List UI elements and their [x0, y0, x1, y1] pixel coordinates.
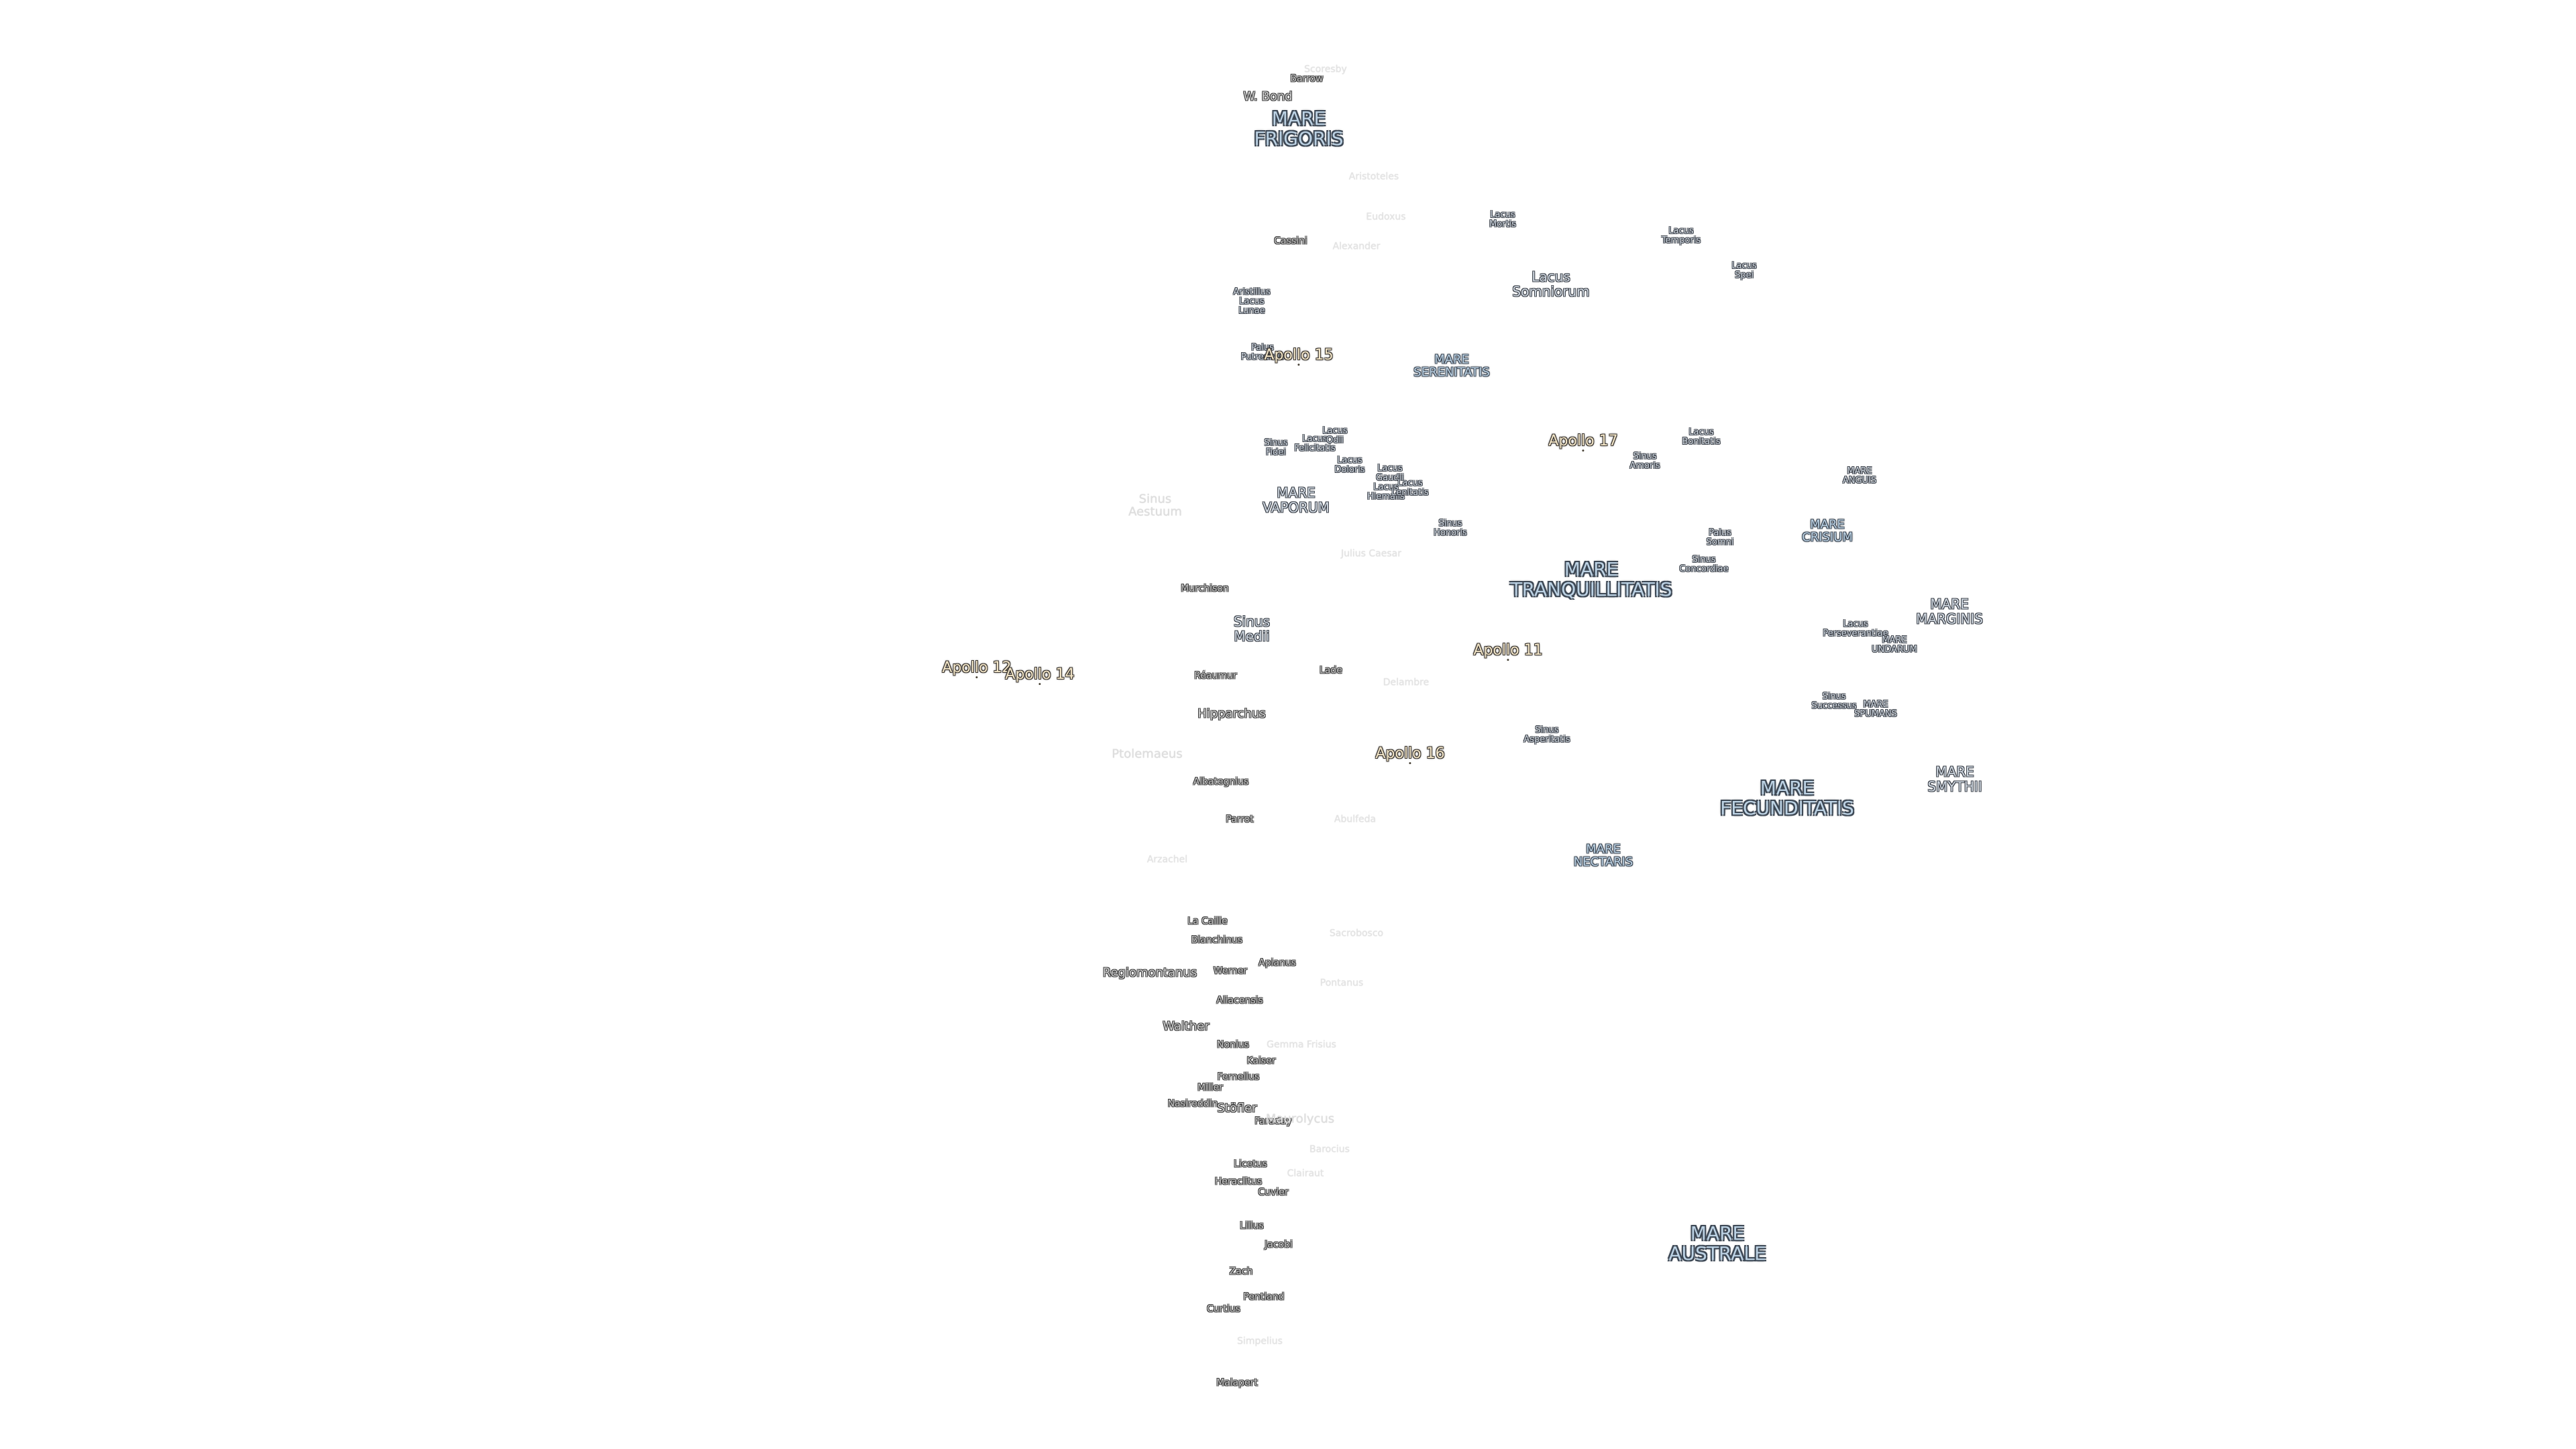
feature-label-reaumur: Réaumur [1194, 670, 1237, 682]
feature-label-scoresby: Scoresby [1304, 64, 1347, 75]
feature-label-lacus-temporis: Lacus Temporis [1661, 225, 1701, 246]
feature-label-mare-nectaris: MARE NECTARIS [1573, 842, 1633, 869]
feature-label-zach: Zach [1229, 1266, 1253, 1277]
feature-label-mare-spumans: MARE SPUMANS [1854, 699, 1897, 719]
feature-label-nasireddin: Nasireddin [1167, 1098, 1218, 1110]
feature-label-heraclitus: Heraclitus [1214, 1176, 1263, 1187]
feature-label-sinus-medii: Sinus Medii [1233, 613, 1271, 644]
feature-label-apianus: Apianus [1258, 957, 1296, 969]
feature-label-malapert: Malapert [1216, 1377, 1258, 1389]
feature-label-alexander: Alexander [1332, 241, 1381, 252]
feature-label-cuvier: Cuvier [1258, 1187, 1289, 1198]
feature-label-clairaut: Clairaut [1287, 1168, 1324, 1179]
feature-label-cassini: Cassini [1274, 235, 1307, 247]
feature-label-lacus-mortis: Lacus Mortis [1489, 209, 1516, 229]
feature-label-aristoteles: Aristoteles [1348, 171, 1399, 182]
feature-label-miller: Miller [1197, 1082, 1224, 1093]
feature-label-kaiser: Kaiser [1246, 1055, 1276, 1067]
feature-label-lacus-perseverantiae: Lacus Perseverantiae [1823, 619, 1888, 639]
feature-label-stofler: Stöfler [1217, 1101, 1257, 1116]
feature-label-delambre: Delambre [1383, 677, 1430, 688]
feature-label-palus-putredinis: Palus Putredinis [1240, 342, 1285, 362]
feature-label-gemma-frisius: Gemma Frisius [1267, 1039, 1336, 1051]
feature-label-faraday: Faraday [1254, 1116, 1292, 1127]
feature-label-mare-serenitatis: MARE SERENITATIS [1413, 352, 1490, 380]
feature-label-sinus-fidei: Sinus Fidei [1264, 437, 1288, 458]
feature-label-sinus-amoris: Sinus Amoris [1629, 451, 1660, 471]
feature-label-w-bond: W. Bond [1243, 89, 1293, 104]
feature-label-albategnius: Albategnius [1193, 776, 1249, 788]
feature-label-aliacensis: Aliacensis [1216, 995, 1263, 1006]
feature-label-lacus-spei: Lacus Spei [1731, 260, 1757, 280]
feature-label-maurolycus: Maurolycus [1265, 1112, 1335, 1126]
feature-label-licetus: Licetus [1234, 1159, 1267, 1170]
feature-label-barocius: Barocius [1309, 1144, 1350, 1155]
feature-label-mare-frigoris: MARE FRIGORIS [1254, 107, 1344, 150]
feature-label-mare-smythii: MARE SMYTHII [1927, 763, 1982, 794]
feature-label-lacus-felicitatis: Lacus Felicitatis [1294, 433, 1336, 453]
feature-label-jacobi: Jacobi [1265, 1239, 1293, 1250]
landing-site-apollo-15[interactable]: Apollo 15 [1264, 347, 1334, 366]
feature-label-mare-australe: MARE AUSTRALE [1668, 1222, 1766, 1265]
feature-label-hipparchus: Hipparchus [1197, 706, 1266, 721]
feature-label-mare-anguis: MARE ANGUIS [1842, 466, 1877, 486]
feature-label-mare-fecunditatis: MARE FECUNDITATIS [1720, 776, 1854, 819]
feature-label-ptolemaeus: Ptolemaeus [1112, 747, 1183, 761]
feature-label-lade: Lade [1320, 665, 1342, 676]
feature-label-mare-vaporum: MARE VAPORUM [1263, 484, 1330, 515]
feature-label-lacus-bonitatis: Lacus Bonitatis [1682, 427, 1721, 447]
feature-label-mare-undarum: MARE UNDARUM [1872, 635, 1917, 655]
feature-label-parrot: Parrot [1226, 814, 1254, 825]
feature-label-werner: Werner [1213, 965, 1248, 977]
feature-label-sacrobosco: Sacrobosco [1329, 928, 1384, 939]
feature-label-lacus-lenitatis: Lacus Lenitatis [1391, 478, 1429, 498]
feature-label-mare-tranquillitatis: MARE TRANQUILLITATIS [1510, 557, 1672, 600]
feature-label-lacus-hiemalis: Lacus Hiemalis [1366, 482, 1405, 502]
landing-site-apollo-17[interactable]: Apollo 17 [1548, 433, 1618, 451]
feature-label-simpelius: Simpelius [1237, 1336, 1283, 1347]
feature-label-lacus-somniorum: Lacus Somniorum [1512, 268, 1590, 299]
feature-label-lacus-gaudii: Lacus Gaudii [1376, 463, 1404, 483]
feature-label-abulfeda: Abulfeda [1334, 814, 1377, 825]
feature-label-sinus-successus: Sinus Successus [1811, 691, 1857, 711]
feature-label-sinus-asperitatis: Sinus Asperitatis [1523, 724, 1570, 745]
feature-label-arzachel: Arzachel [1146, 854, 1188, 865]
feature-label-palus-somni: Palus Somni [1706, 527, 1734, 547]
feature-label-blanchinus: Blanchinus [1191, 934, 1243, 946]
landing-site-apollo-11[interactable]: Apollo 11 [1473, 642, 1543, 661]
feature-label-sinus-honoris: Sinus Honoris [1434, 518, 1467, 538]
feature-label-regiomontanus: Regiomontanus [1102, 965, 1197, 980]
feature-label-barrow: Barrow [1290, 73, 1324, 85]
feature-label-la-caille: La Caille [1187, 916, 1228, 927]
landing-site-apollo-12[interactable]: Apollo 12 [942, 659, 1012, 678]
feature-label-aristillus-lacus-lunae: Aristillus Lacus Lunae [1233, 286, 1271, 317]
feature-label-sinus-aestuum: Sinus Aestuum [1128, 492, 1182, 519]
feature-label-curtius: Curtius [1207, 1303, 1240, 1315]
landing-site-apollo-14[interactable]: Apollo 14 [1005, 666, 1075, 685]
feature-label-sinus-concordiae: Sinus Concordiae [1679, 554, 1729, 574]
feature-label-fernelius: Fernelius [1217, 1071, 1260, 1083]
feature-label-lacus-odii: Lacus Odii [1322, 425, 1348, 445]
feature-label-murchison: Murchison [1181, 583, 1229, 594]
landing-site-apollo-16[interactable]: Apollo 16 [1375, 745, 1445, 764]
feature-label-julius-caesar: Julius Caesar [1341, 548, 1401, 559]
feature-label-pentland: Pentland [1243, 1291, 1285, 1303]
feature-label-nonius: Nonius [1217, 1039, 1249, 1051]
feature-label-lacus-doloris: Lacus Doloris [1334, 455, 1365, 475]
feature-label-eudoxus: Eudoxus [1366, 211, 1406, 223]
feature-label-pontanus: Pontanus [1320, 977, 1364, 989]
feature-label-mare-crisium: MARE CRISIUM [1802, 517, 1853, 545]
feature-label-lilius: Lilius [1240, 1220, 1264, 1232]
feature-label-mare-marginis: MARE MARGINIS [1916, 596, 1983, 627]
feature-label-walther: Walther [1163, 1019, 1210, 1034]
